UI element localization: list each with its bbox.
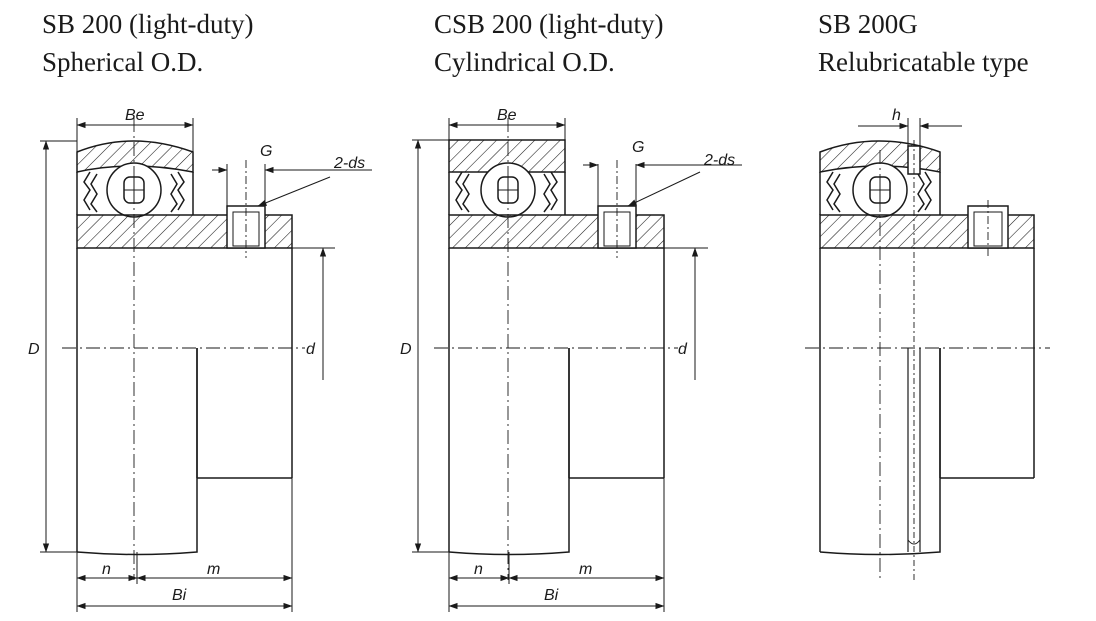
view2-label-n: n — [474, 561, 483, 578]
right-seal — [170, 171, 185, 213]
view1-label-g: G — [260, 143, 272, 160]
view3-title-line1: SB 200G — [818, 9, 918, 39]
view1-title-line1: SB 200 (light-duty) — [42, 9, 254, 39]
view3-drawing — [805, 118, 1050, 580]
view3-title-line2: Relubricatable type — [818, 47, 1029, 77]
view1-label-bi: Bi — [172, 587, 187, 604]
left-seal — [826, 171, 841, 213]
view2-label-small-d: d — [678, 341, 688, 358]
view2-label-m: m — [579, 561, 592, 578]
view2-label-ds: 2-ds — [703, 152, 735, 169]
outer-ring-section — [76, 140, 194, 173]
view1-label-m: m — [207, 561, 220, 578]
left-seal — [83, 171, 98, 213]
right-seal — [917, 171, 932, 213]
view2-title-line2: Cylindrical O.D. — [434, 47, 615, 77]
view1-title-line2: Spherical O.D. — [42, 47, 204, 77]
ds-leader — [257, 176, 331, 207]
view3-label-h: h — [892, 107, 901, 124]
view2-label-bi: Bi — [544, 587, 559, 604]
view1-label-small-d: d — [306, 341, 316, 358]
view1-label-ds: 2-ds — [333, 155, 365, 172]
view1-label-big-d: D — [28, 341, 40, 358]
view2-drawing — [412, 118, 742, 612]
view1-label-n: n — [102, 561, 111, 578]
view1-label-be: Be — [125, 107, 145, 124]
view2-label-be: Be — [497, 107, 517, 124]
view2-title-line1: CSB 200 (light-duty) — [434, 9, 664, 39]
view2-label-g: G — [632, 139, 644, 156]
view1-drawing — [40, 118, 372, 612]
right-seal — [543, 171, 558, 213]
ds-leader — [627, 171, 701, 207]
view2-label-big-d: D — [400, 341, 412, 358]
left-seal — [455, 171, 470, 213]
